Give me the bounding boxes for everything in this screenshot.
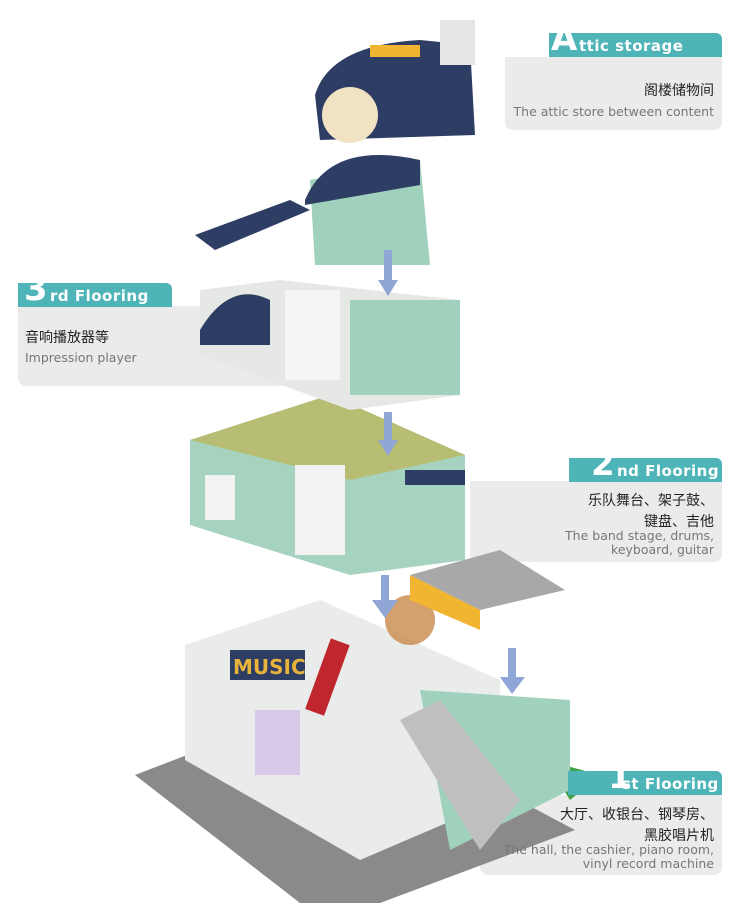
music-sign: MUSIC — [233, 655, 306, 679]
attic-panel — [505, 57, 722, 130]
second-floor-panel — [470, 481, 722, 562]
assembly-arrows — [372, 250, 525, 694]
second-en-1: The band stage, drums, — [565, 528, 714, 543]
third-en: Impression player — [25, 350, 137, 365]
second-flooring-tab: 2 nd Flooring — [569, 444, 722, 484]
second-zh-1: 乐队舞台、架子鼓、 — [588, 493, 714, 509]
attic-en: The attic store between content — [513, 104, 714, 119]
staircase — [400, 700, 520, 850]
third-flooring-tab: 3 rd Flooring — [18, 269, 172, 309]
first-zh-1: 大厅、收银台、钢琴房、 — [560, 807, 714, 823]
second-zh-2: 键盘、吉他 — [644, 514, 714, 530]
first-flooring-tab: 1 st Flooring — [568, 757, 722, 797]
second-en-2: keyboard, guitar — [611, 542, 714, 557]
attic-storage-tab: A ttic storage — [549, 19, 722, 59]
third-zh: 音响播放器等 — [25, 330, 109, 346]
first-en-2: vinyl record machine — [582, 856, 714, 871]
attic-zh: 阁楼储物间 — [644, 83, 714, 99]
first-zh-2: 黑胶唱片机 — [644, 828, 714, 844]
first-en-1: The hall, the cashier, piano room, — [503, 842, 714, 857]
